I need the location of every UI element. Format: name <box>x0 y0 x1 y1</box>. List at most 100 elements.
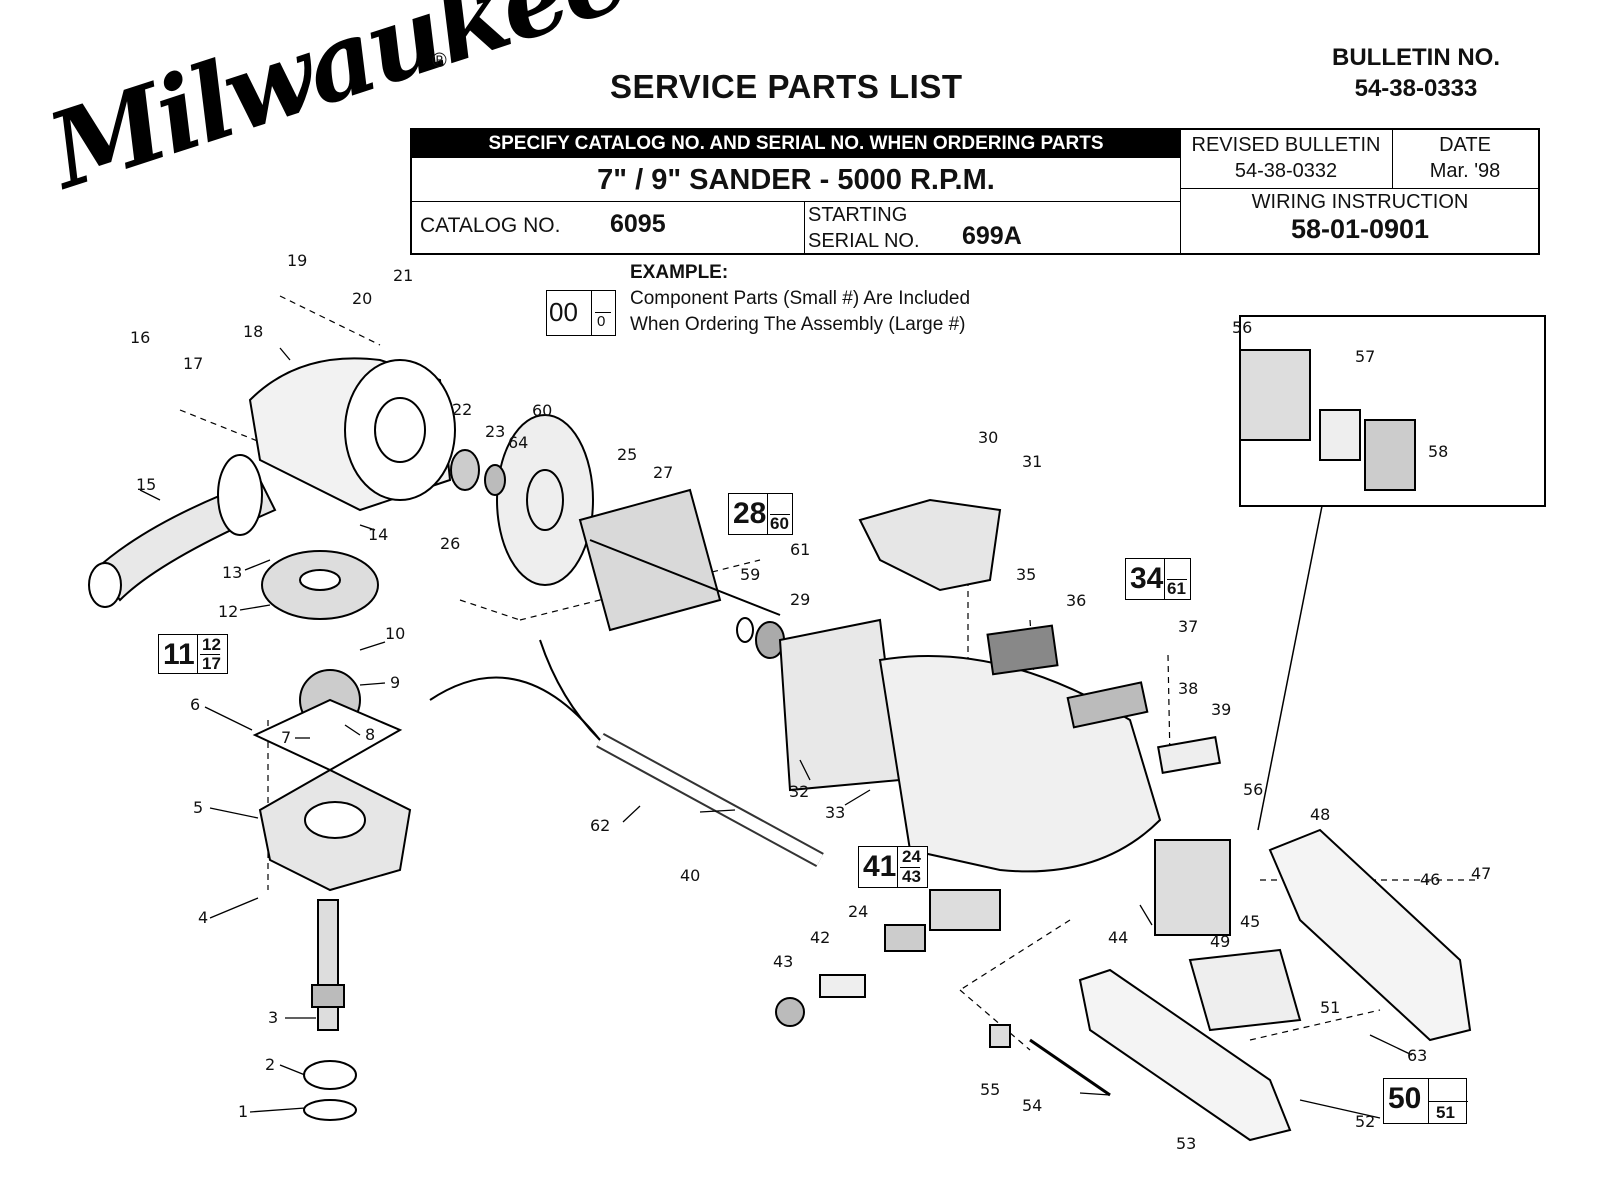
field <box>778 618 902 792</box>
revised-label: REVISED BULLETIN <box>1191 134 1381 156</box>
assembly-component-top: 24 <box>902 847 921 866</box>
model-title: 7" / 9" SANDER - 5000 R.P.M. <box>412 158 1180 202</box>
assembly-component-bottom: 17 <box>202 654 221 673</box>
assembly-box-41: 41 24 43 <box>858 846 928 888</box>
part-label: 23 <box>485 422 506 441</box>
part-label: 62 <box>590 816 611 835</box>
example-small-number: 0 <box>597 313 606 330</box>
bulletin-label: BULLETIN NO. <box>1332 44 1500 71</box>
assembly-box-50: 50 51 <box>1383 1078 1468 1124</box>
part-label: 9 <box>390 673 401 692</box>
bulletin-block: BULLETIN NO. 54-38-0333 <box>1316 42 1516 104</box>
fraction-line <box>1428 1101 1468 1102</box>
divider <box>591 291 592 335</box>
part-label: 56 <box>1243 780 1264 799</box>
part-label: 2 <box>265 1055 276 1074</box>
brush-housing <box>929 889 1001 931</box>
assembly-box-28: 28 60 <box>728 493 793 535</box>
part-label: 33 <box>825 803 846 822</box>
part-label: 35 <box>1016 565 1037 584</box>
date-cell: DATE Mar. '98 <box>1392 130 1538 188</box>
part-label: 60 <box>532 401 553 420</box>
part-label: 19 <box>287 251 308 270</box>
fraction-line <box>1167 579 1187 580</box>
part-label: 21 <box>393 266 414 285</box>
part-label: 7 <box>281 728 292 747</box>
divider <box>804 202 805 255</box>
part-label: 14 <box>368 525 389 544</box>
date-value: Mar. '98 <box>1429 160 1501 182</box>
fraction-line <box>770 514 790 515</box>
assembly-component-bottom: 61 <box>1167 579 1186 598</box>
catalog-label: CATALOG NO. <box>420 214 561 237</box>
baffle <box>858 498 1002 592</box>
part-label: 1 <box>238 1102 249 1121</box>
starting-label: STARTING <box>808 204 908 226</box>
handle-half-upper <box>1268 828 1472 1042</box>
divider <box>1392 130 1393 188</box>
wiring-label: WIRING INSTRUCTION <box>1251 191 1469 213</box>
part-label: 3 <box>268 1008 279 1027</box>
specify-banner: SPECIFY CATALOG NO. AND SERIAL NO. WHEN … <box>412 130 1180 158</box>
part-label: 43 <box>773 952 794 971</box>
part-label: 63 <box>1407 1046 1428 1065</box>
brush-holder <box>1154 839 1231 936</box>
fan <box>496 414 594 586</box>
part-label: 22 <box>452 400 473 419</box>
part-label: 56 <box>1232 318 1253 337</box>
divider <box>1180 188 1540 189</box>
part-label: 12 <box>218 602 239 621</box>
part-label: 46 <box>1420 870 1441 889</box>
divider <box>197 635 198 673</box>
divider <box>1164 559 1165 599</box>
handle-half-lower <box>1078 968 1292 1142</box>
part-label: 40 <box>680 866 701 885</box>
part-label: 44 <box>1108 928 1129 947</box>
part-label: 52 <box>1355 1112 1376 1131</box>
part-label: 39 <box>1211 700 1232 719</box>
catalog-number: 6095 <box>610 210 666 238</box>
revised-bulletin-cell: REVISED BULLETIN 54-38-0332 <box>1180 130 1392 188</box>
fraction-line <box>200 654 220 655</box>
part-label: 49 <box>1210 932 1231 951</box>
spindle <box>317 899 339 1031</box>
part-label: 42 <box>810 928 831 947</box>
part-label: 4 <box>198 908 209 927</box>
assembly-component-bottom: 43 <box>902 867 921 886</box>
assembly-box-11: 11 12 17 <box>158 634 228 674</box>
part-label: 38 <box>1178 679 1199 698</box>
bulletin-number: 54-38-0333 <box>1354 75 1478 102</box>
part-label: 57 <box>1355 347 1376 366</box>
part-label: 8 <box>365 725 376 744</box>
part-label: 16 <box>130 328 151 347</box>
divider <box>897 847 898 887</box>
example-line-1: Component Parts (Small #) Are Included <box>630 288 971 309</box>
assembly-number: 41 <box>863 850 897 883</box>
part-label: 13 <box>222 563 243 582</box>
example-title: EXAMPLE: <box>630 262 729 283</box>
part-label: 6 <box>190 695 201 714</box>
part-label: 26 <box>440 534 461 553</box>
part-label: 30 <box>978 428 999 447</box>
part-label: 36 <box>1066 591 1087 610</box>
part-label: 15 <box>136 475 157 494</box>
part-label: 53 <box>1176 1134 1197 1153</box>
part-label: 17 <box>183 354 204 373</box>
header-table: SPECIFY CATALOG NO. AND SERIAL NO. WHEN … <box>410 128 1540 255</box>
part-label: 18 <box>243 322 264 341</box>
assembly-number: 11 <box>163 638 195 671</box>
assembly-box-34: 34 61 <box>1125 558 1191 600</box>
part-label: 31 <box>1022 452 1043 471</box>
example-line-2: When Ordering The Assembly (Large #) <box>630 314 966 335</box>
part-label: 64 <box>508 433 529 452</box>
serial-label: SERIAL NO. <box>808 230 920 252</box>
milwaukee-logo: Milwaukee ® <box>35 0 639 280</box>
part-label: 51 <box>1320 998 1341 1017</box>
part-label: 59 <box>740 565 761 584</box>
part-label: 58 <box>1428 442 1449 461</box>
part-label: 37 <box>1178 617 1199 636</box>
part-label: 20 <box>352 289 373 308</box>
example-big-number: 00 <box>549 297 578 327</box>
part-label: 48 <box>1310 805 1331 824</box>
